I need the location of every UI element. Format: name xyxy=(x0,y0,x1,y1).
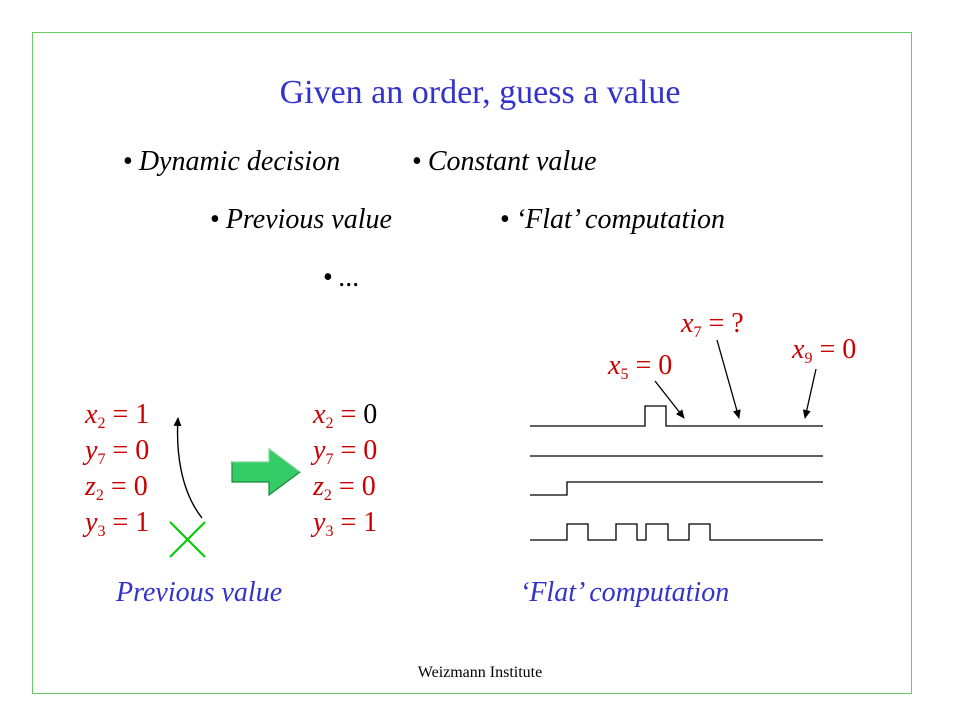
after-row-x2: x2 = 0 xyxy=(313,399,378,432)
bullet-dot-icon: • xyxy=(123,146,133,177)
after-row-y7: y7 = 0 xyxy=(313,435,378,468)
label-x7: x7 = ? xyxy=(681,308,744,341)
before-row-z2: z2 = 0 xyxy=(85,471,148,504)
waveform-1 xyxy=(530,405,823,427)
caption-previous-value: Previous value xyxy=(116,577,283,608)
arrow-x7 xyxy=(716,339,741,419)
bullet-dynamic-decision: •Dynamic decision xyxy=(123,146,340,178)
slide-frame xyxy=(32,32,912,694)
before-row-y3: y3 = 1 xyxy=(85,507,150,540)
arrow-x9 xyxy=(802,368,817,419)
label-x5: x5 = 0 xyxy=(608,350,673,383)
waveform-4 xyxy=(530,523,823,541)
bullet-dot-icon: • xyxy=(210,204,220,235)
bullet-text: ... xyxy=(338,262,360,293)
bullet-text: Previous value xyxy=(225,204,392,235)
bullet-text: Constant value xyxy=(427,146,597,177)
bullet-previous-value: •Previous value xyxy=(210,204,392,236)
bullet-dot-icon: • xyxy=(500,204,510,235)
before-row-x2: x2 = 1 xyxy=(85,399,150,432)
bullet-dot-icon: • xyxy=(323,262,333,293)
bullet-flat-computation: •‘Flat’ computation xyxy=(500,204,725,236)
after-row-z2: z2 = 0 xyxy=(313,471,376,504)
bullet-dot-icon: • xyxy=(412,146,422,177)
arrow-x5 xyxy=(654,380,685,419)
before-row-y7: y7 = 0 xyxy=(85,435,150,468)
bullet-ellipsis: •... xyxy=(323,262,360,294)
changed-value: 0 xyxy=(363,399,378,430)
waveform-3 xyxy=(530,481,823,496)
green-arrow-icon xyxy=(231,447,302,497)
after-row-y3: y3 = 1 xyxy=(313,507,378,540)
waveforms xyxy=(530,405,823,541)
slide-title: Given an order, guess a value xyxy=(279,74,681,111)
label-x9: x9 = 0 xyxy=(792,334,857,367)
bullet-constant-value: •Constant value xyxy=(412,146,597,178)
bullet-text: ‘Flat’ computation xyxy=(515,204,726,235)
curved-arrow xyxy=(173,417,203,519)
cross-icon xyxy=(169,521,206,558)
bullet-text: Dynamic decision xyxy=(138,146,341,177)
caption-flat-computation: ‘Flat’ computation xyxy=(520,577,730,608)
footer-institute: Weizmann Institute xyxy=(417,664,543,681)
